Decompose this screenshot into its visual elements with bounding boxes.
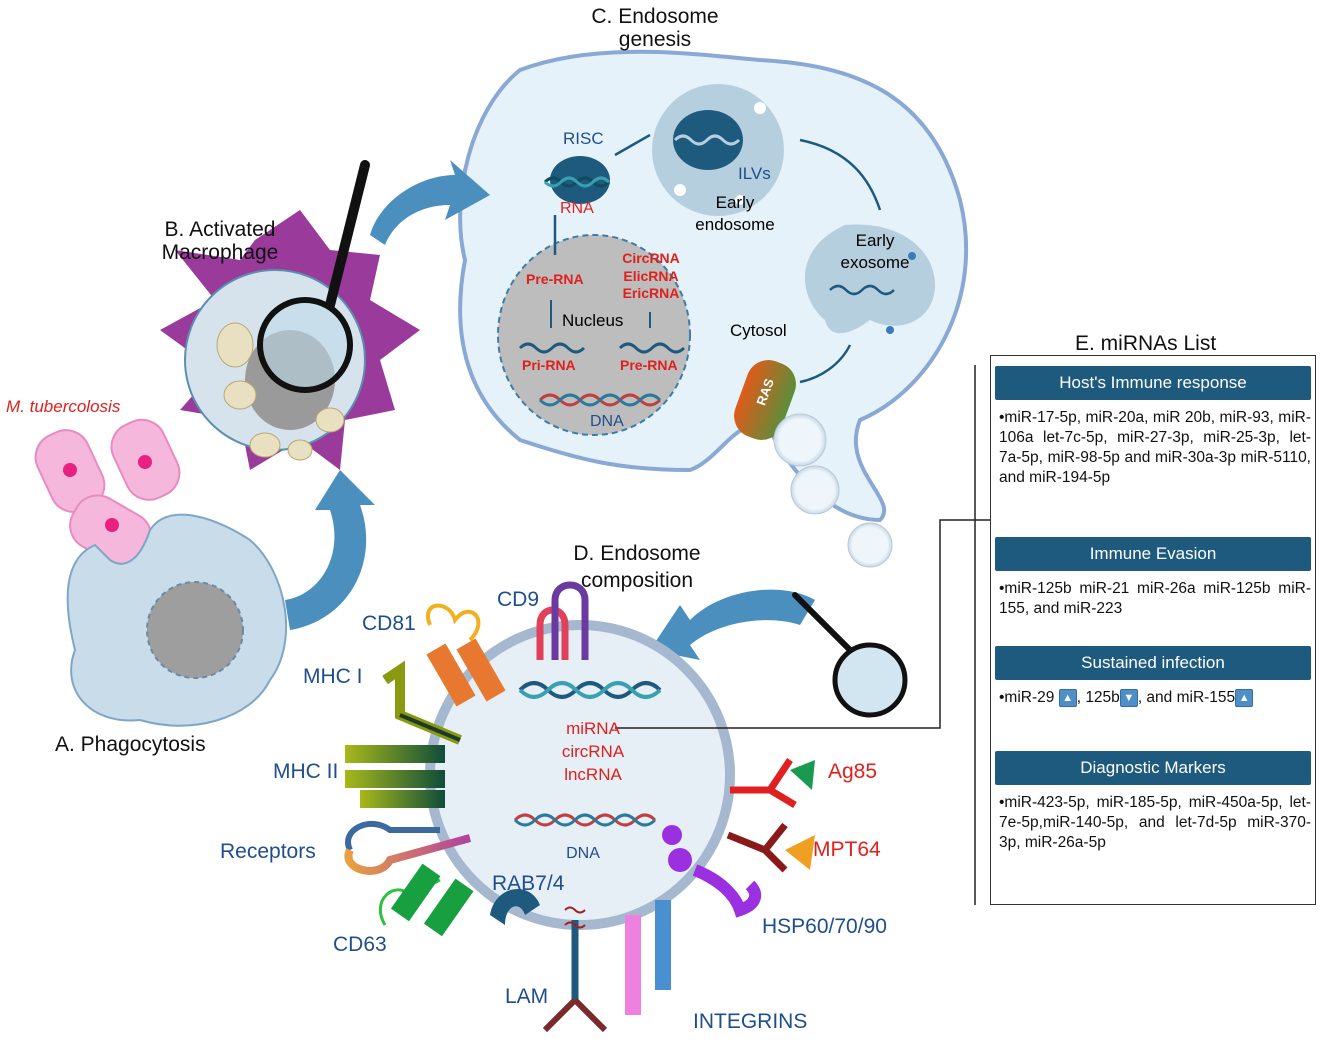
mpt64-label: MPT64 <box>813 838 881 861</box>
vesicle-dna-label: DNA <box>566 845 600 862</box>
nucleus-shape <box>497 234 691 436</box>
cd81-label: CD81 <box>362 612 416 635</box>
integrins-protein <box>625 900 671 1015</box>
magnifier-icon <box>257 160 370 393</box>
diagnostic-markers-text: •miR-423-5p, miR-185-5p, miR-450a-5p, le… <box>999 794 1311 852</box>
pri-rna-label: Pri-RNA <box>522 357 576 373</box>
arrow-to-endosome <box>370 160 490 245</box>
cd9-label: CD9 <box>497 588 540 611</box>
early-exosome-label: Early exosome <box>840 231 910 273</box>
pre-rna-left-label: Pre-RNA <box>526 271 584 287</box>
host-immune-text: •miR-17-5p, miR-20a, miR 20b, miR-93, mi… <box>999 409 1311 487</box>
ras-icon <box>734 360 796 440</box>
lncrna-label: lncRNA <box>564 765 622 784</box>
connector-lines <box>615 365 990 905</box>
diagnostic-markers-heading: Diagnostic Markers <box>995 751 1311 785</box>
rab-label: RAB7/4 <box>492 872 565 895</box>
phagocytosis-label: A. Phagocytosis <box>55 733 206 756</box>
down-arrow-icon: ▼ <box>1119 688 1138 707</box>
mtb-label: M. tubercolosis <box>6 397 121 416</box>
host-immune-heading: Host's Immune response <box>995 366 1311 400</box>
magnifier-small-icon <box>792 592 908 718</box>
cd63-label: CD63 <box>333 933 387 956</box>
receptors-protein <box>344 821 472 875</box>
sustained-infection-text: •miR-29 ▲, 125b▼, and miR-155▲ <box>999 688 1311 708</box>
circrna-label: circRNA <box>561 742 625 761</box>
receptors-label: Receptors <box>220 840 316 863</box>
nucleus-label: Nucleus <box>562 311 624 330</box>
risc-complex-icon <box>543 133 651 255</box>
early-endosome-icon <box>652 84 882 216</box>
early-endosome-label: Early endosome <box>695 193 775 235</box>
arrow-to-macrophage <box>285 470 375 630</box>
up-arrow-icon: ▲ <box>1235 688 1254 707</box>
ag85-label: Ag85 <box>828 760 878 783</box>
nucleus-dna-label: DNA <box>590 413 624 430</box>
endosome-genesis-title: C. Endosome genesis <box>591 5 719 52</box>
sustained-infection-heading: Sustained infection <box>995 646 1311 680</box>
endosome-vesicle <box>425 620 735 930</box>
circrna-list-label: CircRNA ElicRNA EricRNA <box>622 250 680 301</box>
immune-evasion-heading: Immune Evasion <box>995 537 1311 571</box>
ilvs-label: ILVs <box>738 164 771 183</box>
hsp-protein <box>662 825 762 918</box>
ag85-protein <box>730 758 815 809</box>
lam-label: LAM <box>505 985 549 1008</box>
immune-evasion-text: •miR-125b miR-21 miR-26a miR-125b miR-15… <box>999 580 1311 618</box>
mhc2-label: MHC II <box>273 760 339 783</box>
pre-rna-right-label: Pre-RNA <box>620 357 678 373</box>
hsp-label: HSP60/70/90 <box>762 915 887 938</box>
cytosol-label: Cytosol <box>730 321 787 340</box>
rna-label: RNA <box>560 200 594 217</box>
endosome-composition-title: D. Endosome composition <box>573 542 701 593</box>
phagocyte-cell <box>66 513 288 727</box>
mhc1-protein <box>382 660 462 745</box>
cd81-protein <box>426 603 506 707</box>
mirna-panel-title: E. miRNAs List <box>1075 332 1217 355</box>
mhc2-protein <box>345 745 445 808</box>
activated-macrophage-label: B. Activated Macrophage <box>161 218 279 265</box>
exosome-vesicles <box>773 413 893 568</box>
early-exosome-icon <box>799 224 935 384</box>
cd9-protein <box>536 581 589 660</box>
mirna-panel: Host's Immune response •miR-17-5p, miR-2… <box>990 355 1316 905</box>
cd63-protein <box>378 863 474 937</box>
up-arrow-icon: ▲ <box>1058 688 1077 707</box>
lam-protein <box>542 906 608 1033</box>
mirna-label: miRNA <box>566 719 620 738</box>
risc-label: RISC <box>563 129 604 148</box>
mpt64-protein <box>726 822 815 873</box>
integrins-label: INTEGRINS <box>693 1010 808 1033</box>
arrow-to-composition <box>650 589 815 660</box>
rab-protein <box>490 888 540 925</box>
mhc1-label: MHC I <box>303 665 363 688</box>
nucleus-dna-icon <box>538 393 662 407</box>
